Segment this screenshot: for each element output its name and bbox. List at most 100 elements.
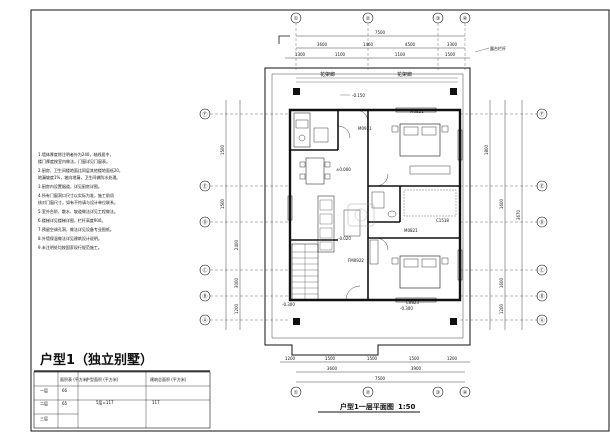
coffee-table <box>343 209 361 237</box>
plan-scale: 1:50 <box>398 403 416 411</box>
door-swing <box>375 173 389 187</box>
window-label-1: M0821 <box>410 109 424 114</box>
axis-bottom-2: ② <box>366 390 371 396</box>
door-swing <box>375 237 389 251</box>
note-line: 楼门厚度按室内做法，门窗详见门窗表。 <box>38 158 110 164</box>
axis-left-F: Ⓕ <box>202 111 207 118</box>
sofa-cushion <box>319 213 333 225</box>
table-header-total: 建筑总面积 (平方米) <box>150 376 187 382</box>
leader-line <box>474 47 490 53</box>
note-line: 7.预留空调孔洞，做法详见设备专业图纸。 <box>38 226 114 232</box>
note-line: 核对门窗尺寸，如有不符请与设计单位联系。 <box>38 199 118 205</box>
axis-left-E: Ⓔ <box>202 183 207 190</box>
dining-chair <box>299 173 306 180</box>
note-line: 地漏坡度1%，坡向地漏，卫生间做防水处理。 <box>38 174 120 180</box>
column <box>293 88 300 95</box>
bathroom <box>369 189 457 265</box>
table-total-area: 117 <box>152 400 160 405</box>
dim-right-5: 1200 <box>499 303 504 314</box>
sink <box>295 119 309 129</box>
table-floor-1: 一层 <box>40 387 48 393</box>
dining-chair <box>299 161 306 168</box>
dim-bottom-total: 7500 <box>375 376 386 381</box>
note-line: 6.楼梯详见楼梯详图，栏杆高度900。 <box>38 217 105 223</box>
note-line: 3.厨房内设置烟道，详见厨房详图。 <box>38 183 102 189</box>
dim-right-3: 3670 <box>516 209 521 220</box>
table-header-area: 面积表 (平方米) <box>60 376 89 382</box>
axis-bubble <box>459 386 471 398</box>
dim-bottom-inner-1: 1200 <box>285 356 296 361</box>
entry-door-swing <box>345 285 361 301</box>
door-swing <box>355 109 369 123</box>
washbasin <box>387 210 397 218</box>
axis-bubble <box>290 386 302 398</box>
watermark-circle <box>354 208 368 222</box>
axis-right-B: Ⓑ <box>539 293 544 300</box>
note-line: 1.墙体厚度除注明者外为240，轴线居中， <box>38 151 113 157</box>
window <box>287 195 293 221</box>
dim-top-seg-1: 3600 <box>317 42 328 47</box>
dim-top-inner-2: 1100 <box>335 52 346 57</box>
dim-top-inner-4: 1500 <box>445 52 456 57</box>
axis-right-D: Ⓓ <box>539 219 544 226</box>
bed <box>399 255 441 289</box>
sofa-cushion <box>319 199 333 211</box>
dim-top-inner-1: 1300 <box>295 52 306 57</box>
elev-bottom-left: -0.300 <box>282 302 295 307</box>
sheet-border <box>30 9 610 432</box>
dim-top-seg-3: 4500 <box>405 42 416 47</box>
window-label-3: C0823 <box>406 300 419 305</box>
corner-mark <box>278 35 290 44</box>
axis-left-A: Ⓐ <box>202 317 207 324</box>
nightstand <box>391 257 399 265</box>
window <box>457 249 463 281</box>
porch-inner-edge <box>271 73 464 339</box>
window-label-2: C1518 <box>436 218 449 223</box>
kitchen-fixtures <box>293 112 361 253</box>
axis-bottom-4: ④ <box>463 390 468 396</box>
dim-top-inner-3: 1100 <box>395 52 406 57</box>
top-axis-labels: ① ② ③ ④ <box>290 12 471 70</box>
bed <box>399 123 441 157</box>
nightstand <box>391 125 399 133</box>
bedroom-lower <box>391 255 449 289</box>
dim-top-total: 7500 <box>375 30 386 35</box>
terrace-label-right: 花架廊 <box>397 71 412 78</box>
axis-left-D: Ⓓ <box>202 219 207 226</box>
axis-top-4: ④ <box>463 16 468 22</box>
stove-burner <box>298 134 306 142</box>
pillow <box>403 126 419 136</box>
window <box>395 107 437 113</box>
table-header-unit: 户型面积 (平方米) <box>86 376 119 382</box>
left-axis-labels: Ⓕ Ⓔ Ⓓ Ⓒ Ⓑ Ⓐ 1500 1500 2400 3000 1200 <box>199 100 290 330</box>
axis-top-1: ① <box>294 16 299 22</box>
dim-right-2: 1600 <box>499 198 504 209</box>
column <box>450 318 457 325</box>
dim-bottom-inner-5: 1200 <box>447 356 458 361</box>
axis-bottom-3: ③ <box>436 390 440 396</box>
dim-right-4: 1600 <box>499 277 504 288</box>
shelf <box>369 239 379 265</box>
axis-right-C: Ⓒ <box>539 267 544 274</box>
axis-left-B: Ⓑ <box>202 293 207 300</box>
doors <box>287 107 463 303</box>
plan-caption: 户型1一层平面图 1:50 <box>318 402 420 413</box>
axis-bottom-1: ① <box>294 390 299 396</box>
axis-bubble <box>432 386 444 398</box>
note-line: 8.外墙保温做法详见建筑设计说明。 <box>38 235 102 241</box>
dining-chair <box>324 173 331 180</box>
fridge <box>313 127 329 143</box>
building-walls <box>288 88 462 325</box>
bottom-dimensions: 1200 1500 1500 1500 1200 3600 3900 7500 … <box>280 356 471 398</box>
stair <box>291 243 319 301</box>
watermark-logo <box>347 203 375 227</box>
elev-lower: -0.020 <box>338 236 351 241</box>
dining-chair <box>324 161 331 168</box>
dim-left-5: 1200 <box>234 303 239 314</box>
dim-right-1: 1800 <box>484 144 489 155</box>
porch-outline <box>264 67 471 356</box>
note-line: 9.未注明处均按国家现行规范施工。 <box>38 244 102 250</box>
axis-right-F: Ⓕ <box>539 111 544 118</box>
toilet <box>371 191 385 209</box>
